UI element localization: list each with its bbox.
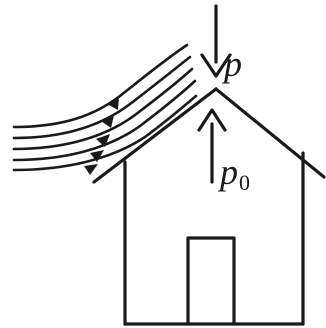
- inside-pressure-label-base: p: [220, 152, 238, 192]
- airflow-streamlines: [14, 45, 196, 175]
- streamline-5-arrowhead: [84, 164, 98, 175]
- inside-pressure-label: p0: [220, 154, 250, 190]
- streamline-1-arrowhead: [107, 96, 119, 110]
- house-door: [188, 238, 234, 324]
- inside-pressure-label-subscript: 0: [239, 170, 250, 195]
- house: [94, 89, 324, 324]
- streamline-1: [14, 45, 187, 127]
- outside-pressure-label: p: [224, 46, 242, 82]
